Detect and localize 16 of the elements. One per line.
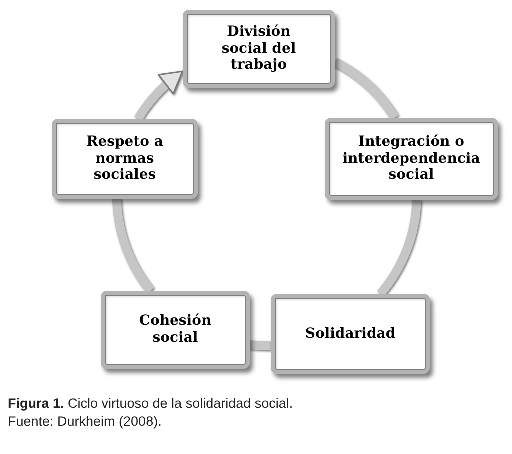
box-label: Respeto a normas sociales xyxy=(86,134,164,184)
curved-connector xyxy=(377,200,422,297)
curved-connector xyxy=(250,340,271,350)
box-label: Solidaridad xyxy=(305,326,396,342)
source-note: Fuente: Durkheim (2008). xyxy=(8,413,163,431)
curved-arrow xyxy=(134,70,184,122)
rounded-box xyxy=(183,10,335,88)
rounded-box xyxy=(271,294,430,374)
box-label: Cohesión social xyxy=(138,313,213,347)
curved-connector xyxy=(332,58,399,120)
rounded-box xyxy=(52,119,198,199)
figure-caption: Figura 1. Ciclo virtuoso de la solidaridad social. xyxy=(8,395,294,413)
rounded-box xyxy=(325,118,498,200)
box-label: División social del trabajo xyxy=(220,24,298,74)
box-label: Integración o interdependencia social xyxy=(342,134,482,184)
rounded-box xyxy=(101,291,250,369)
